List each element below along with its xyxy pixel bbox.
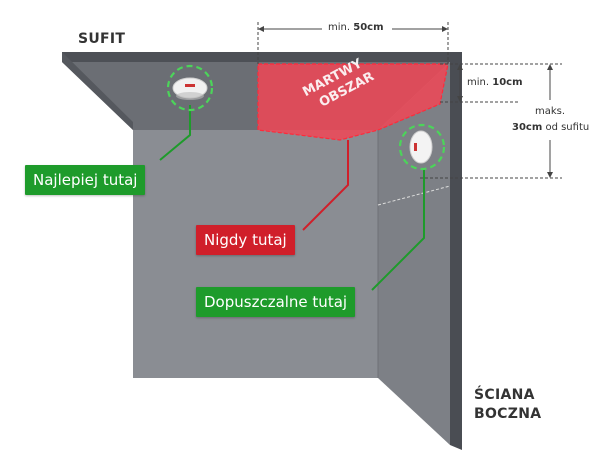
min-horizontal-prefix: min. [328,22,351,33]
wall-smoke-detector [398,123,446,171]
side-wall-edge [450,52,462,450]
min-horizontal-dimension: min. 50cm [328,22,384,33]
leader-acceptable [371,168,425,291]
ceiling-front-edge [62,52,462,62]
side-wall-label-line1: ŚCIANA [474,387,535,403]
side-wall [378,62,450,445]
ceiling-left-edge [62,52,133,130]
best-placement-label: Najlepiej tutaj [25,165,146,195]
never-placement-label: Nigdy tutaj [196,225,295,255]
dimension-lines [257,22,562,206]
min-vertical-value: 10cm [492,77,523,88]
leader-best [159,105,191,161]
leader-never [302,140,349,231]
min-vertical-prefix: min. [467,77,490,88]
side-wall-label-line2: BOCZNA [474,406,542,422]
acceptable-placement-label: Dopuszczalne tutaj [196,287,356,317]
max-dimension-line1: maks. [535,106,566,117]
min-vertical-dimension: min. 10cm [467,77,523,88]
ceiling-smoke-detector [166,64,214,112]
max-dimension-suffix: od sufitu [545,122,590,133]
max-dimension-value: 30cm [512,122,543,133]
max-dimension-line2: 30cm od sufitu [512,122,589,133]
min-horizontal-value: 50cm [353,22,384,33]
ceiling-label: SUFIT [78,31,126,47]
